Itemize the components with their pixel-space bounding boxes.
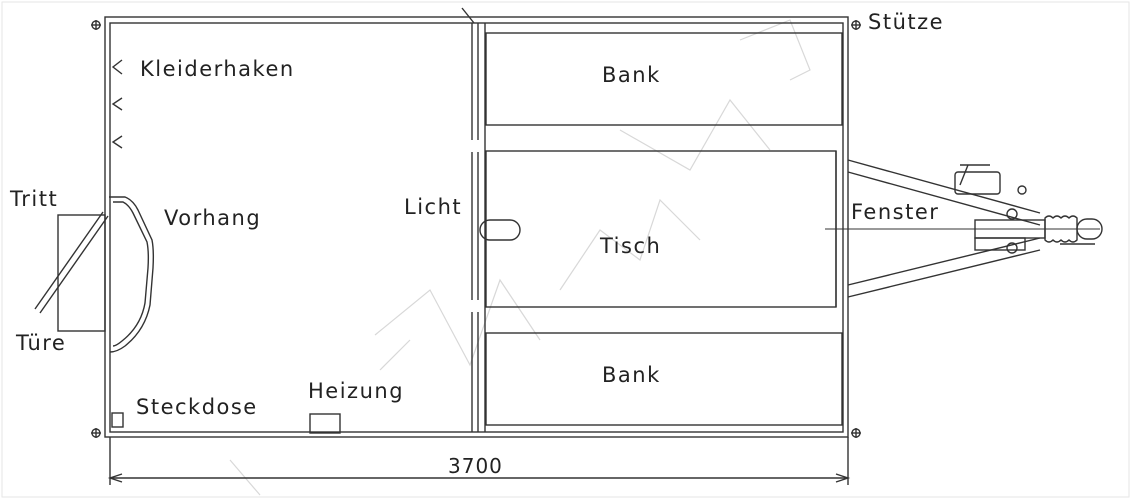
label-bank-bottom: Bank (602, 363, 661, 387)
trailer-coupling (954, 164, 1103, 254)
label-heizung: Heizung (308, 379, 404, 403)
label-steckdose: Steckdose (136, 395, 258, 419)
door-leaf (39, 215, 109, 314)
socket-box (111, 412, 124, 428)
label-bank-top: Bank (602, 63, 661, 87)
partition-wall (461, 7, 486, 432)
label-stuetze: Stütze (868, 10, 944, 34)
bench-bottom (485, 332, 843, 426)
heater-box (309, 413, 341, 434)
dimension-value: 3700 (448, 454, 503, 478)
step-platform (57, 214, 106, 332)
coat-hook-icons (111, 59, 123, 149)
dimension-line (107, 437, 851, 485)
light-fixture (479, 219, 521, 241)
label-vorhang: Vorhang (164, 206, 261, 230)
corner-support-top-right (851, 20, 861, 30)
label-tritt: Tritt (9, 187, 58, 211)
label-licht: Licht (404, 195, 462, 219)
label-fenster: Fenster (851, 200, 939, 224)
label-kleiderhaken: Kleiderhaken (140, 57, 295, 81)
watermark (229, 19, 811, 496)
bench-top (485, 32, 843, 126)
curtain-outline (109, 196, 155, 353)
body-inner-wall (109, 22, 844, 433)
corner-support-bottom-right (851, 428, 861, 438)
label-tisch: Tisch (599, 234, 661, 258)
curtain-inner (112, 201, 150, 347)
corner-support-top-left (91, 20, 101, 30)
label-tuere: Türe (15, 331, 66, 355)
corner-support-bottom-left (91, 428, 101, 438)
